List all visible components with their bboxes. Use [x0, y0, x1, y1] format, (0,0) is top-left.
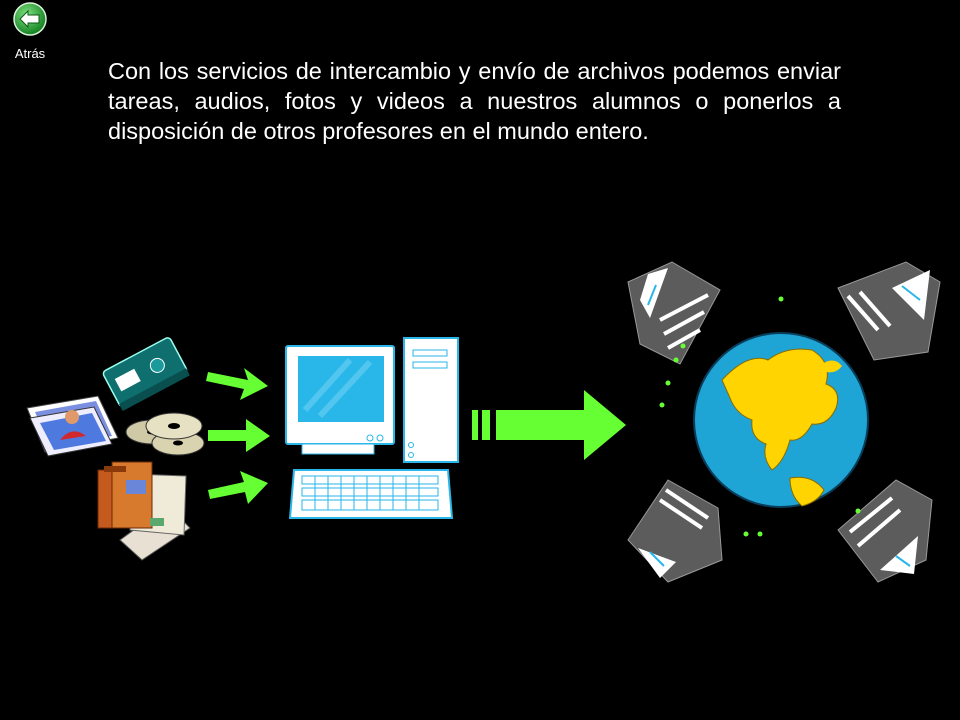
signal-dots: [659, 296, 861, 537]
back-label: Atrás: [14, 46, 46, 61]
back-arrow-icon: [13, 2, 47, 36]
books-documents-icon: [97, 461, 191, 561]
arrow-icon: [208, 419, 270, 452]
main-paragraph: Con los servicios de intercambio y envío…: [108, 58, 841, 144]
back-button[interactable]: Atrás: [8, 2, 52, 62]
computer-icon: [285, 337, 459, 519]
satellite-icon: [837, 479, 933, 583]
video-cassette-icon: [102, 337, 190, 412]
satellite-icon: [837, 261, 941, 361]
satellite-icon: [627, 261, 721, 365]
cd-discs-icon: [125, 412, 205, 456]
arrow-icon: [208, 471, 268, 504]
photos-icon: [26, 395, 119, 457]
satellite-icon: [627, 479, 723, 583]
globe-icon: [693, 332, 869, 508]
big-arrow-icon: [472, 390, 626, 460]
arrow-icon: [206, 368, 268, 400]
